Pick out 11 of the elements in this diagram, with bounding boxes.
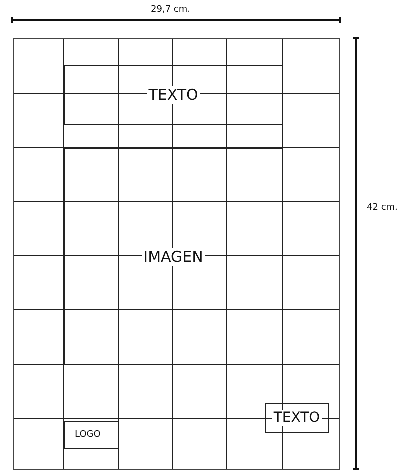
area-label: IMAGEN <box>142 248 206 266</box>
area-label: LOGO <box>73 430 103 440</box>
dimension-label: 29,7 cm. <box>151 5 190 15</box>
area-label: TEXTO <box>272 410 322 426</box>
text-area <box>64 65 283 125</box>
text-area <box>265 403 329 433</box>
poster-sheet <box>13 38 340 470</box>
placeholder-frame <box>64 421 119 449</box>
image-area <box>64 148 283 365</box>
area-label: TEXTO <box>146 86 200 104</box>
dimension-label: 42 cm. <box>367 203 398 213</box>
